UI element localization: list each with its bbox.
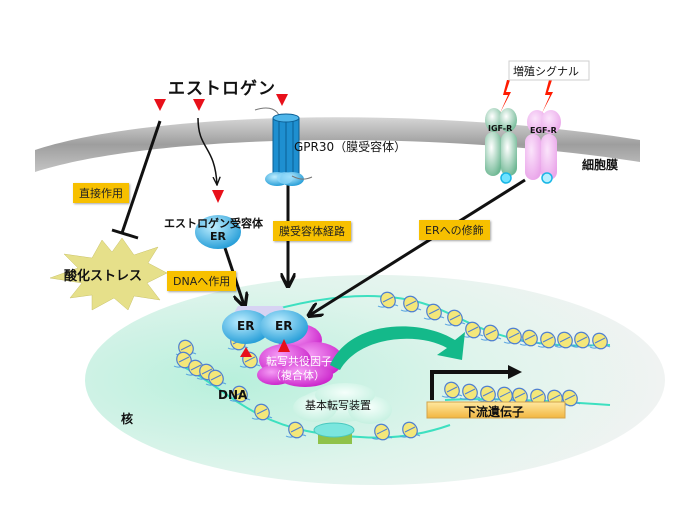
estrogen-markers xyxy=(154,94,288,203)
nucleosome xyxy=(377,291,399,309)
coactivator-complex xyxy=(257,324,343,387)
basal-transcription-cloud xyxy=(293,383,392,424)
cell-membrane xyxy=(35,117,640,172)
er-translocation-arrow xyxy=(197,117,217,185)
er-dimer-right xyxy=(260,310,308,344)
tata-binding xyxy=(313,422,355,438)
egf-receptor xyxy=(525,110,561,184)
estrogen-marker-bound xyxy=(278,339,290,352)
direct-action-line xyxy=(120,120,162,234)
nucleosome xyxy=(537,331,559,349)
inhibition-bar xyxy=(111,228,139,240)
downstream-gene-label: 下流遺伝子 xyxy=(464,405,525,419)
nucleosome xyxy=(477,385,499,403)
egf-r-label: EGF-R xyxy=(530,126,557,135)
direct-action-label: 直接作用 xyxy=(73,183,129,203)
er-label: ER xyxy=(210,230,226,243)
estrogen-marker-bound xyxy=(240,347,252,357)
nucleus-label: 核 xyxy=(121,412,134,426)
nucleosome xyxy=(571,331,593,349)
oxidative-stress-burst xyxy=(49,237,168,311)
nucleosome xyxy=(462,321,484,339)
er-dimer-right-label: ER xyxy=(275,319,293,333)
membrane-pathway-label: 膜受容体経路 xyxy=(273,221,351,241)
downstream-gene-bar xyxy=(426,401,566,419)
gpr30-label: GPR30（膜受容体） xyxy=(294,140,407,154)
gene-arrow-head xyxy=(508,365,522,379)
coactivator-label-line1: 転写共役因子 xyxy=(266,355,332,368)
lightning-icon xyxy=(500,80,553,113)
nucleosome xyxy=(423,303,445,321)
nucleosome xyxy=(399,421,421,439)
nucleosome xyxy=(480,324,502,342)
nucleosome xyxy=(554,331,576,349)
nucleosome xyxy=(173,351,195,369)
igf-r-label: IGF-R xyxy=(488,124,513,133)
nucleosome xyxy=(444,309,466,327)
nucleus xyxy=(85,275,665,485)
er-dimer-left-label: ER xyxy=(237,319,255,333)
nucleosome xyxy=(589,332,611,350)
gpr30-receptor xyxy=(254,107,313,186)
estrogen-receptor-ellipse xyxy=(195,215,241,249)
er-dimer-left xyxy=(222,310,270,344)
nucleosome xyxy=(205,369,227,387)
nucleosome xyxy=(459,383,481,401)
gene-start-arrow xyxy=(430,370,510,400)
oxidative-stress-label: 酸化ストレス xyxy=(64,269,143,284)
nucleosome-group xyxy=(173,291,611,441)
nucleosome xyxy=(441,381,463,399)
nucleosome xyxy=(400,295,422,313)
er-modification-arrow xyxy=(310,178,526,315)
igf-receptor xyxy=(485,108,517,184)
nucleosome xyxy=(371,423,393,441)
estrogen-receptor-label: エストロゲン受容体 xyxy=(164,217,263,230)
transcription-curve-arrow xyxy=(330,326,465,370)
proliferation-signal-box xyxy=(508,60,590,81)
dna-action-label: DNAへ作用 xyxy=(167,271,237,291)
cell-membrane-label: 細胞膜 xyxy=(582,158,619,172)
er-modification-label: ERへの修飾 xyxy=(419,220,490,240)
nucleosome xyxy=(229,385,251,403)
nucleosome xyxy=(503,327,525,345)
estrogen-title: エストロゲン xyxy=(168,79,276,99)
proliferation-signal-label: 増殖シグナル xyxy=(513,65,579,78)
dna-label: DNA xyxy=(218,388,248,402)
nucleosome xyxy=(251,403,273,421)
nucleosome xyxy=(285,421,307,439)
nucleosome xyxy=(519,329,541,347)
basal-transcription-label: 基本転写装置 xyxy=(305,399,371,412)
coactivator-label-line2: （複合体） xyxy=(270,369,325,382)
